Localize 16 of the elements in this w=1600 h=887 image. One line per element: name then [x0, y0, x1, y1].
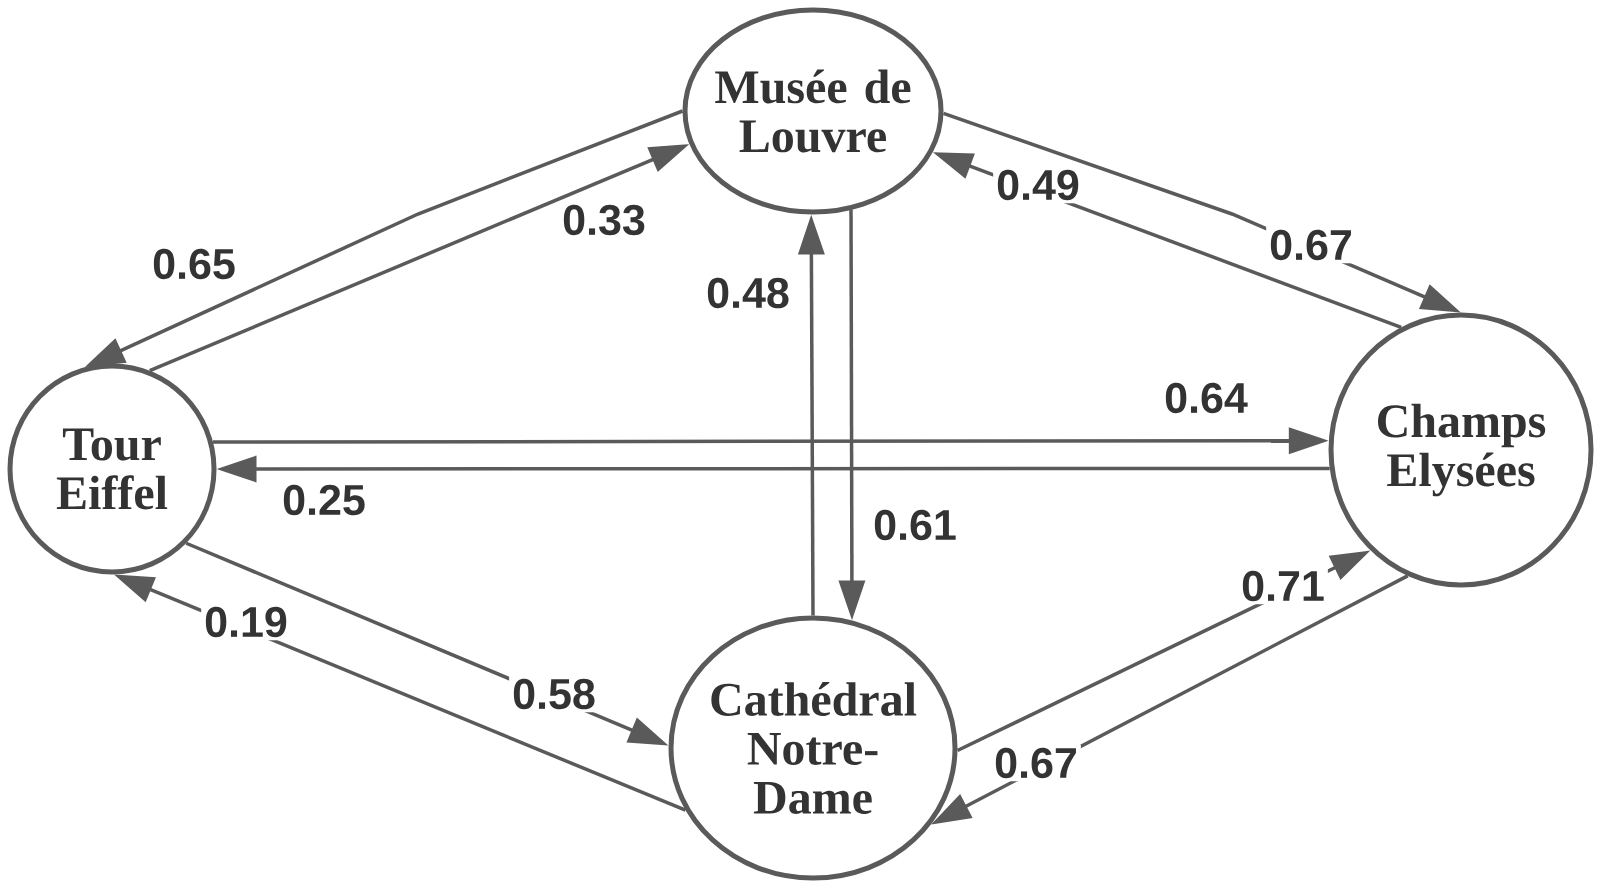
edge-label: 0.58 — [509, 675, 599, 713]
ellipse-node: Musée de Louvre — [682, 7, 944, 215]
edge-label: 0.25 — [279, 481, 369, 519]
circle-node: Champs Elysées — [1328, 312, 1594, 588]
edge-label: 0.64 — [1161, 379, 1251, 417]
edge-label: 0.61 — [870, 506, 960, 544]
edge-label: 0.67 — [991, 744, 1081, 782]
edge-label: 0.65 — [149, 245, 239, 283]
edge-label: 0.48 — [703, 274, 793, 312]
ellipse-node: Cathédral Notre-Dame — [668, 615, 958, 881]
circle-node: Tour Eiffel — [7, 363, 217, 575]
edge-label: 0.33 — [559, 201, 649, 239]
edge-label: 0.67 — [1266, 226, 1356, 264]
edge-label: 0.19 — [201, 603, 291, 641]
edge-label: 0.49 — [993, 166, 1083, 204]
edge-label: 0.71 — [1238, 567, 1328, 605]
